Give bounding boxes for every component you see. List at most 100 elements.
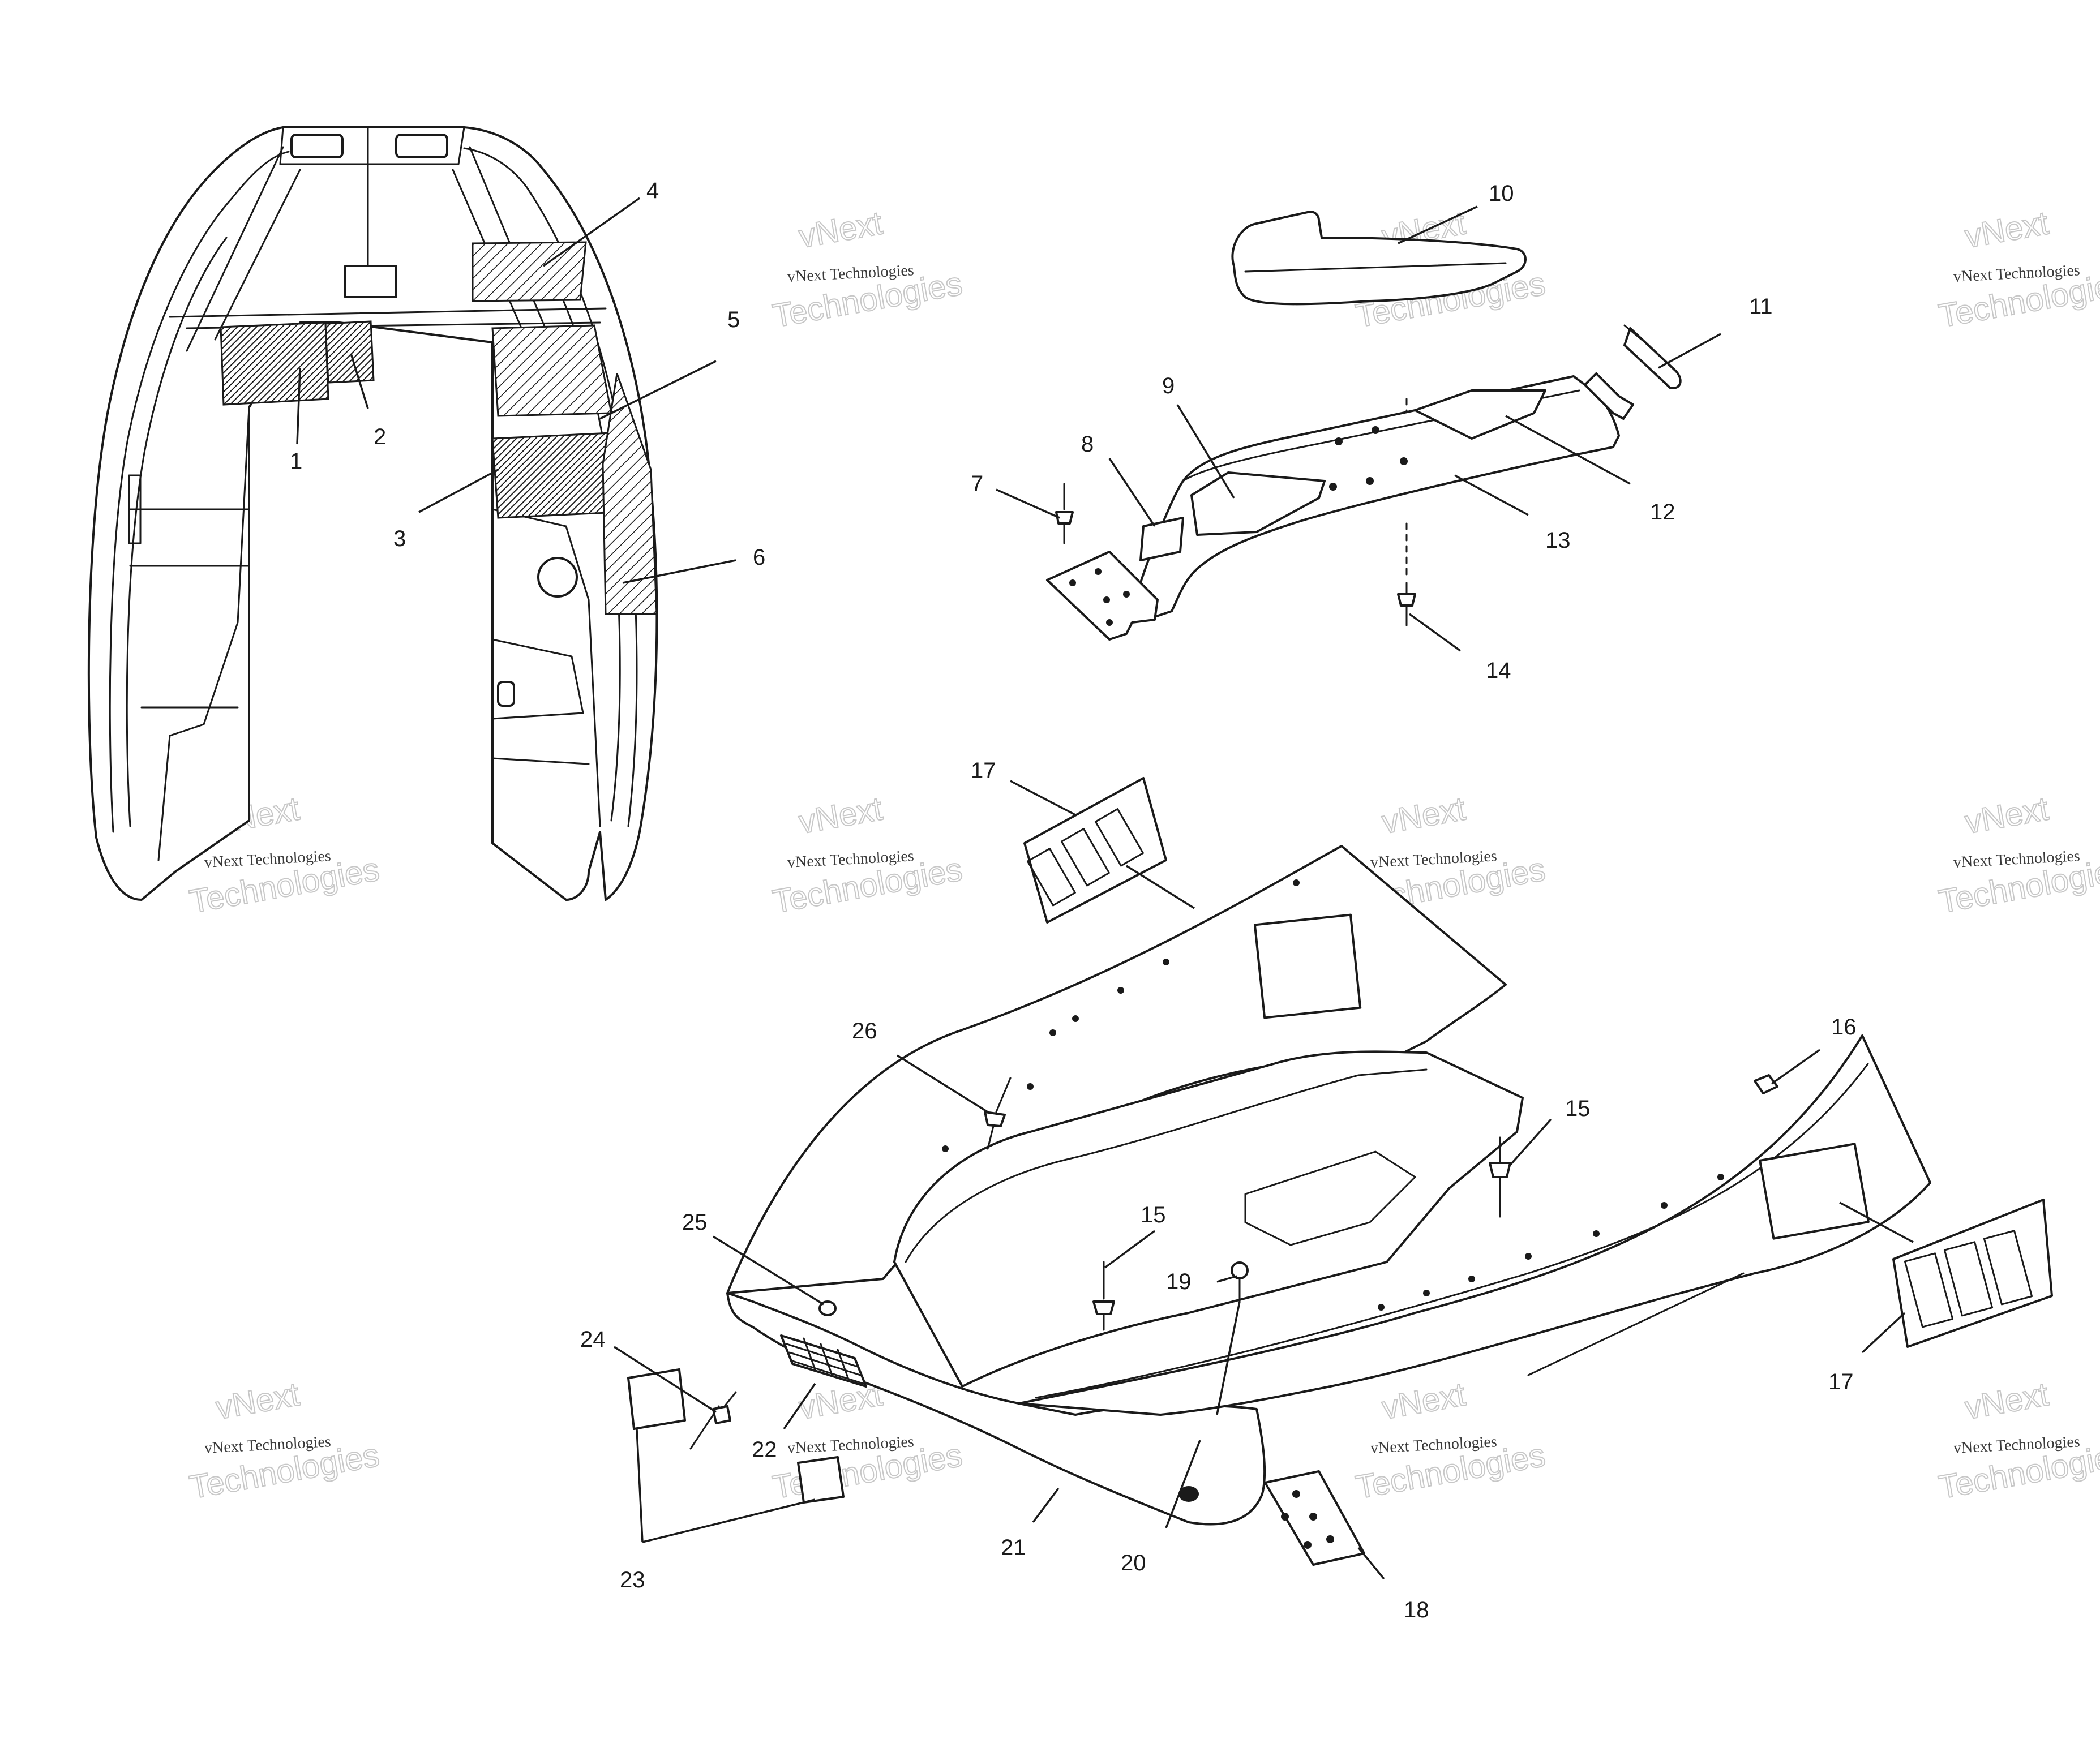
leader-6 (622, 559, 736, 584)
svg-text:vNext: vNext (1962, 204, 2051, 255)
watermark-9: vNext vNext Technologies Technologies (186, 1375, 383, 1506)
part-11-strap-hook (1623, 324, 1643, 341)
leader-25 (713, 1235, 824, 1306)
part-16-nut (1754, 1074, 1778, 1094)
part-19-screw (1231, 1261, 1249, 1303)
leader-8 (1108, 458, 1156, 527)
callout-24: 24 (580, 1327, 606, 1352)
watermark-4: vNext vNext Technologies Technologies (1935, 204, 2100, 335)
callout-numbers: 1 2 3 4 5 6 7 8 9 10 11 12 13 14 15 15 1… (290, 178, 1857, 1622)
part-18-plate (1264, 1470, 1365, 1566)
watermark-11: vNext vNext Technologies Technologies (1352, 1375, 1549, 1506)
callout-20: 20 (1121, 1551, 1146, 1575)
leader-15b (1104, 1230, 1156, 1269)
deck-hole-6 (1117, 987, 1124, 994)
part-24-stud (689, 1391, 737, 1450)
leader-12 (1505, 415, 1631, 485)
svg-text:vNext: vNext (796, 790, 885, 841)
part-26-push-pin (984, 1077, 1012, 1150)
hood-underside-view (87, 126, 658, 901)
leader-26 (897, 1054, 988, 1113)
svg-text:vNext: vNext (1379, 790, 1468, 841)
part-17-vent-right (1892, 1199, 2053, 1348)
part-23-plate-lower (797, 1456, 845, 1504)
rail-hole-1 (1378, 1304, 1385, 1311)
deck-hole-1 (942, 1145, 949, 1152)
rail-hole-3 (1468, 1276, 1475, 1282)
leader-22 (783, 1383, 816, 1429)
callout-8: 8 (1081, 432, 1094, 457)
deck-hole-3 (1027, 1083, 1034, 1090)
callout-7: 7 (971, 471, 983, 496)
leader-3 (418, 469, 499, 513)
part-13-bracket (1046, 551, 1159, 641)
hood-top-panel (279, 126, 465, 165)
part-8-decal (1139, 517, 1184, 561)
part-4-pad (472, 241, 587, 302)
watermark-6: vNext vNext Technologies Technologies (769, 789, 966, 921)
callout-11: 11 (1749, 294, 1773, 319)
part-22-grille (780, 1334, 867, 1388)
hood-left-inner-wall (157, 406, 250, 861)
leader-10 (1398, 205, 1478, 244)
callout-15b: 15 (1141, 1203, 1166, 1227)
watermark-2: vNext vNext Technologies Technologies (769, 204, 966, 335)
hood-right-inner-wall (491, 508, 601, 827)
part-10-seat-pad-edge (1244, 262, 1507, 273)
leader-11 (1658, 333, 1721, 369)
leader-13 (1454, 474, 1529, 516)
callout-17a: 17 (971, 758, 996, 783)
leader-17b-2 (1839, 1201, 1914, 1243)
part-2-pad (324, 320, 375, 384)
hood-right-panel-lines (491, 638, 590, 765)
leader-24 (614, 1346, 717, 1413)
watermark-8: vNext vNext Technologies Technologies (1935, 789, 2100, 921)
part-7-clip (1055, 483, 1074, 544)
bracket-hole-1 (1069, 579, 1076, 586)
leader-23a (636, 1428, 644, 1543)
part-3-pad (491, 432, 621, 519)
leader-21 (1032, 1487, 1060, 1523)
callout-13: 13 (1545, 528, 1571, 553)
svg-text:vNext: vNext (1962, 1376, 2051, 1427)
part-20-grommet (1178, 1486, 1199, 1502)
callout-17b: 17 (1828, 1369, 1854, 1394)
rail-hole-4 (1525, 1253, 1532, 1260)
callout-25: 25 (682, 1210, 708, 1235)
panel-hole-3 (1329, 483, 1337, 491)
leader-19 (1216, 1275, 1237, 1283)
part-14-clip (1397, 582, 1416, 626)
svg-text:vNext: vNext (1379, 1376, 1468, 1427)
part-13-hinge-tab (1584, 372, 1634, 420)
hood-round-port (537, 557, 578, 598)
leader-16 (1771, 1049, 1821, 1085)
leader-18 (1357, 1547, 1385, 1580)
watermark-12: vNext vNext Technologies Technologies (1935, 1375, 2100, 1506)
part-1-pad (220, 321, 329, 406)
callout-15a: 15 (1565, 1096, 1591, 1121)
rail-hole-7 (1717, 1174, 1724, 1180)
deck-hole-7 (1163, 959, 1169, 965)
leader-4 (542, 197, 641, 267)
callout-26: 26 (852, 1019, 877, 1044)
panel-hole-4 (1366, 477, 1374, 485)
leader-14 (1408, 613, 1462, 652)
part-15-push-pin-right (1489, 1136, 1511, 1218)
leader-17b (1861, 1312, 1906, 1354)
hood-rib-left-2 (214, 169, 301, 341)
leader-1 (296, 367, 301, 445)
hood-left-panel-lines (129, 508, 250, 709)
hood-inner-rim-left-2 (126, 237, 228, 827)
leader-5 (599, 360, 717, 420)
part-13-main-panel-edge (1182, 389, 1580, 482)
hood-vent-right (395, 134, 448, 158)
bracket-hole-4 (1123, 591, 1130, 598)
deck-hole-4 (1049, 1029, 1056, 1036)
leader-15a (1507, 1118, 1552, 1168)
part-6-pad (602, 373, 658, 615)
seat-and-panel-view (1046, 211, 1682, 641)
part-10-seat-pad (1231, 211, 1527, 306)
svg-text:vNext: vNext (1962, 790, 2051, 841)
panel-hole-1 (1335, 437, 1343, 445)
bracket-hole-2 (1095, 568, 1102, 575)
